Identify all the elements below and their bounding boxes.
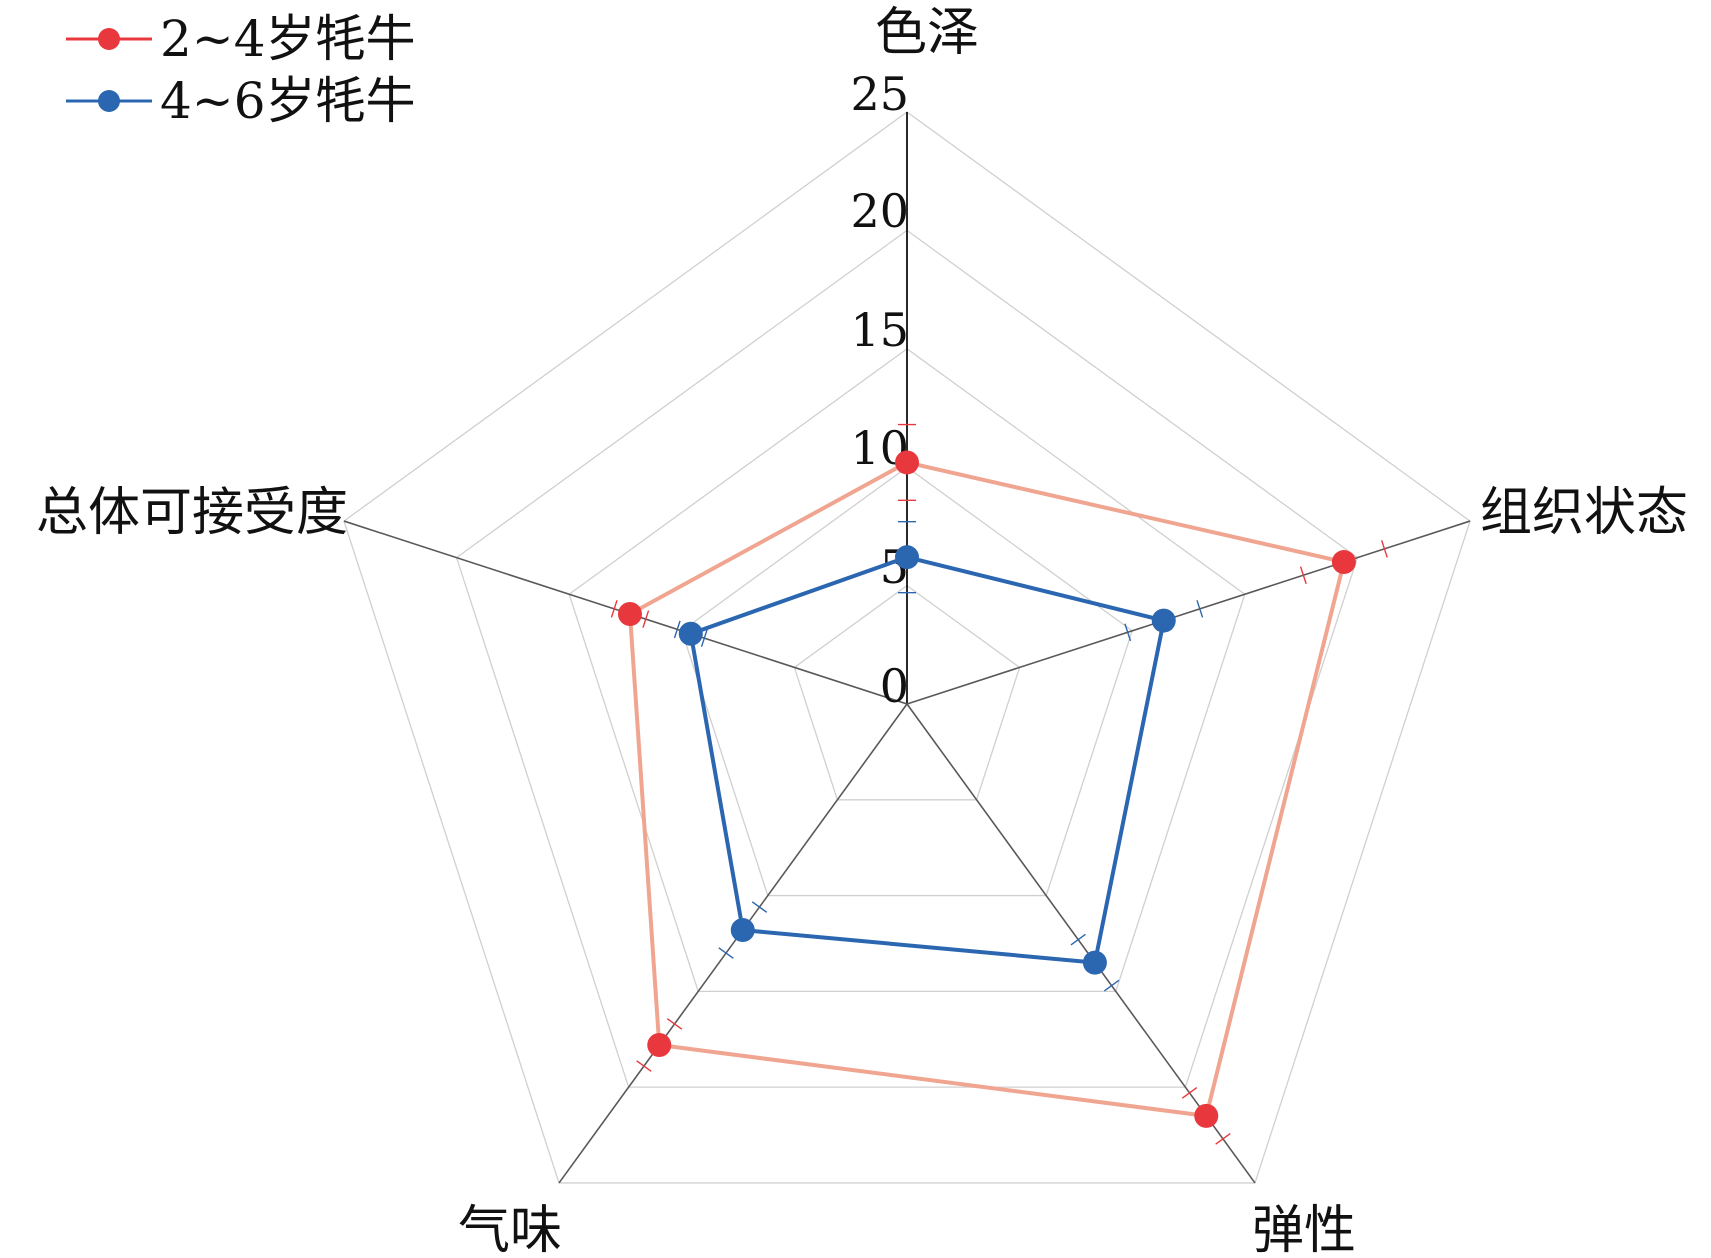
axis-label-color: 色泽 [875,3,979,63]
legend-label-series-2: 4~6岁牦牛 [160,72,416,130]
series-2-point-3 [730,918,755,943]
series-2-line [688,555,1167,965]
series-1-errorbar-4-high [610,600,618,618]
series-1-line [627,460,1347,1119]
legend-item-series-2: 4~6岁牦牛 [66,72,416,130]
series-1-point-1 [1331,550,1356,575]
axis-label-texture: 组织状态 [1480,483,1688,543]
series-1-point-0 [895,450,919,475]
legend-marker-series-2 [98,90,120,112]
series-1-errorbar-2-low [1181,1087,1198,1099]
tick-label-25: 25 [850,67,909,121]
tick-label-0: 0 [880,659,909,713]
series-1-errorbar-2-high [1215,1133,1231,1145]
series-1-point-3 [647,1033,672,1058]
grid-ring-15 [568,347,1246,993]
series-1-errorbar-4-low [642,610,650,628]
series-2-errorbar-3-low [751,901,768,913]
legend-label-series-1: 2~4岁牦牛 [160,10,416,68]
series-2-errorbar-1-low [1124,623,1132,642]
spokes-layer [343,112,1471,1184]
series-2-errorbar-2-high [1103,979,1120,992]
legend: 2~4岁牦牛 4~6岁牦牛 [66,10,416,130]
series-1-point-4 [617,601,642,626]
series-2-errorbar-4-high [673,620,681,639]
series-2 [673,520,1204,992]
series-1 [610,423,1388,1145]
tick-label-15: 15 [850,303,909,357]
series-2-errorbar-2-low [1070,933,1086,946]
series-1-errorbar-1-high [1380,540,1388,558]
spoke-2 [906,703,1256,1184]
grid-ring-5 [793,584,1021,801]
legend-marker-series-1 [98,28,120,50]
series-2-point-4 [678,621,703,646]
tick-labels-layer: 0 5 10 15 20 25 [850,67,909,713]
series-layer [610,423,1388,1145]
grid-ring-20 [455,229,1359,1088]
series-2-point-2 [1082,950,1107,975]
axis-label-odor: 气味 [458,1201,562,1258]
tick-label-20: 20 [850,184,909,238]
axis-labels-layer: 色泽 组织状态 弹性 气味 总体可接受度 [36,3,1688,1258]
spoke-1 [906,520,1471,705]
series-2-point-0 [895,545,919,570]
series-2-point-1 [1151,608,1176,633]
series-1-point-2 [1194,1103,1219,1128]
series-2-errorbar-3-high [718,947,734,959]
spoke-3 [558,703,908,1184]
grid-ring-25 [343,111,1471,1184]
series-2-errorbar-4-low [700,629,708,647]
axis-label-elasticity: 弹性 [1252,1201,1356,1258]
series-1-errorbar-3-low [666,1018,683,1030]
series-1-errorbar-3-high [636,1060,652,1072]
legend-item-series-1: 2~4岁牦牛 [66,10,416,68]
series-1-errorbar-1-low [1299,566,1307,584]
axis-label-overall-acceptability: 总体可接受度 [36,483,348,543]
series-2-errorbar-1-high [1196,600,1204,618]
